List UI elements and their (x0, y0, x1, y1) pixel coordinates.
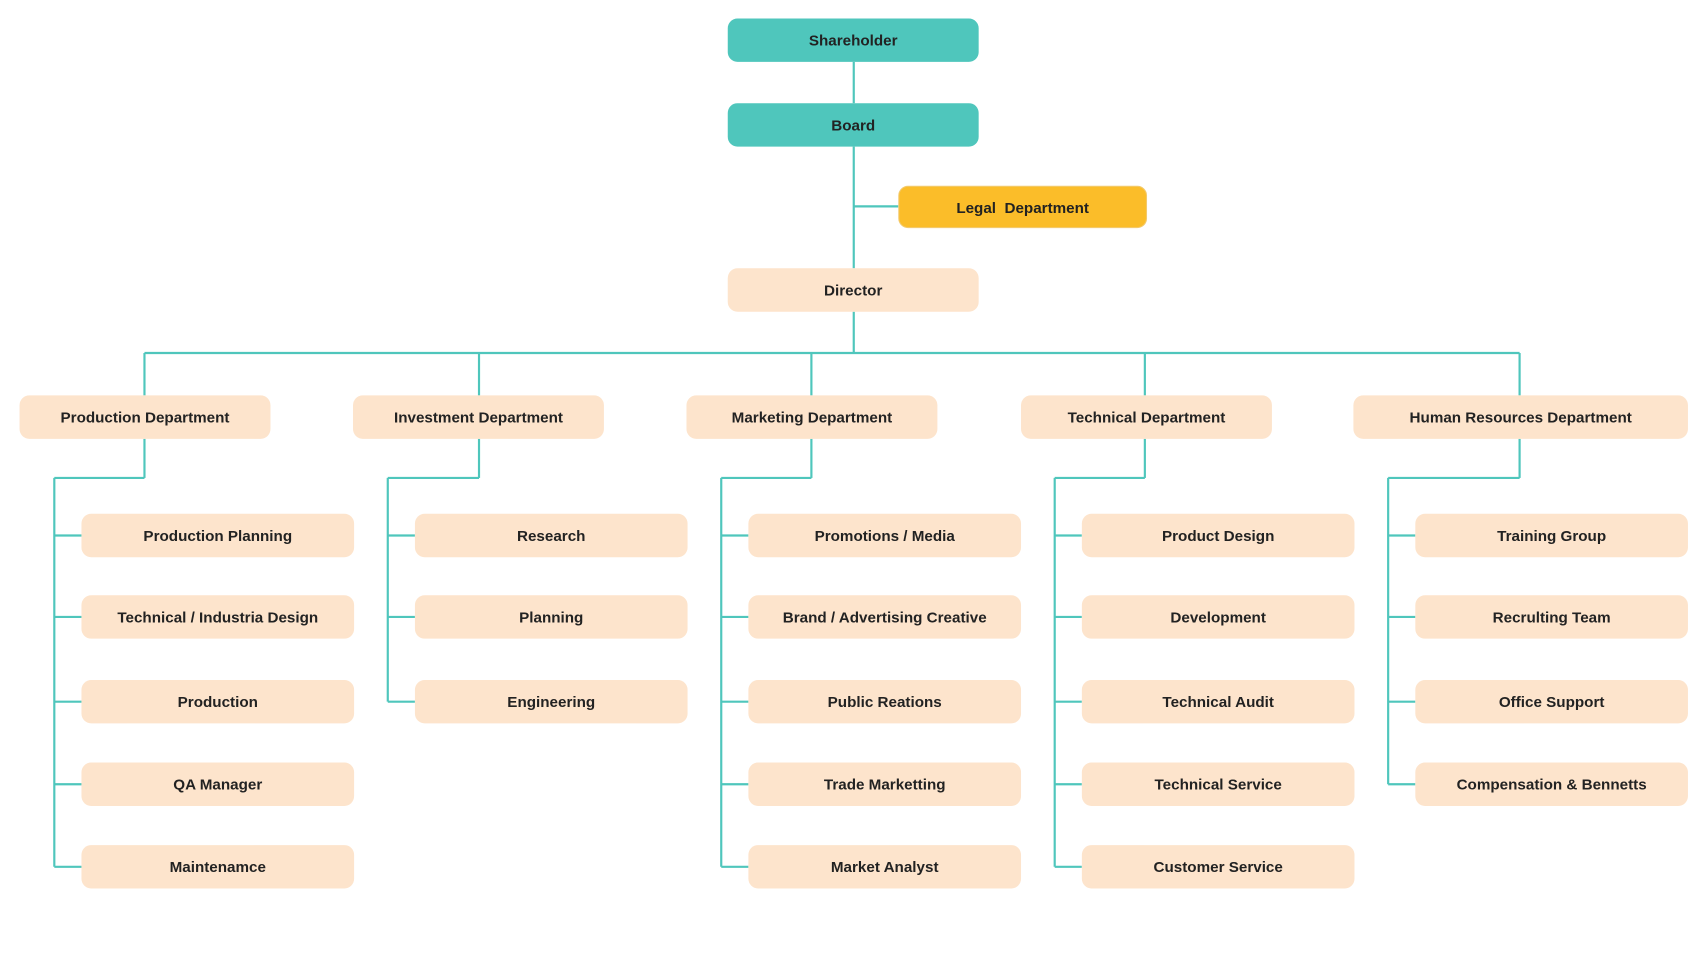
team-box[interactable]: Engineering (414, 679, 688, 724)
team-box[interactable]: Development (1081, 595, 1355, 639)
team-box[interactable]: Maintenamce (81, 845, 355, 889)
team-box[interactable]: Training Group (1415, 513, 1688, 558)
team-box[interactable]: Public Reations (748, 679, 1022, 724)
shareholder-box[interactable]: Shareholder (727, 18, 979, 62)
team-box[interactable]: Research (414, 513, 688, 558)
production-department-box[interactable]: Production Department (19, 395, 271, 439)
team-box[interactable]: Production (81, 679, 355, 724)
team-box[interactable]: Technical / Industria Design (81, 595, 355, 639)
team-box[interactable]: Compensation & Bennetts (1415, 762, 1688, 806)
team-box[interactable]: Promotions / Media (748, 513, 1022, 558)
technical-department-box[interactable]: Technical Department (1021, 395, 1272, 439)
team-box[interactable]: Market Analyst (748, 845, 1022, 889)
director-box[interactable]: Director (727, 268, 979, 312)
team-box[interactable]: Planning (414, 595, 688, 639)
team-box[interactable]: Customer Service (1081, 845, 1355, 889)
team-box[interactable]: Technical Service (1081, 762, 1355, 806)
team-box[interactable]: Production Planning (81, 513, 355, 558)
board-box[interactable]: Board (727, 103, 979, 147)
legal-department-box[interactable]: Legal Department (898, 185, 1148, 229)
marketing-department-box[interactable]: Marketing Department (686, 395, 938, 439)
team-box[interactable]: Office Support (1415, 679, 1688, 724)
human-resources-department-box[interactable]: Human Resources Department (1353, 395, 1688, 439)
connector-lines (53, 61, 1521, 868)
team-box[interactable]: Trade Marketting (748, 762, 1022, 806)
team-box[interactable]: Brand / Advertising Creative (748, 595, 1022, 639)
team-box[interactable]: Recrulting Team (1415, 595, 1688, 639)
team-box[interactable]: Product Design (1081, 513, 1355, 558)
team-box[interactable]: QA Manager (81, 762, 355, 806)
team-box[interactable]: Technical Audit (1081, 679, 1355, 724)
investment-department-box[interactable]: Investment Department (353, 395, 604, 439)
